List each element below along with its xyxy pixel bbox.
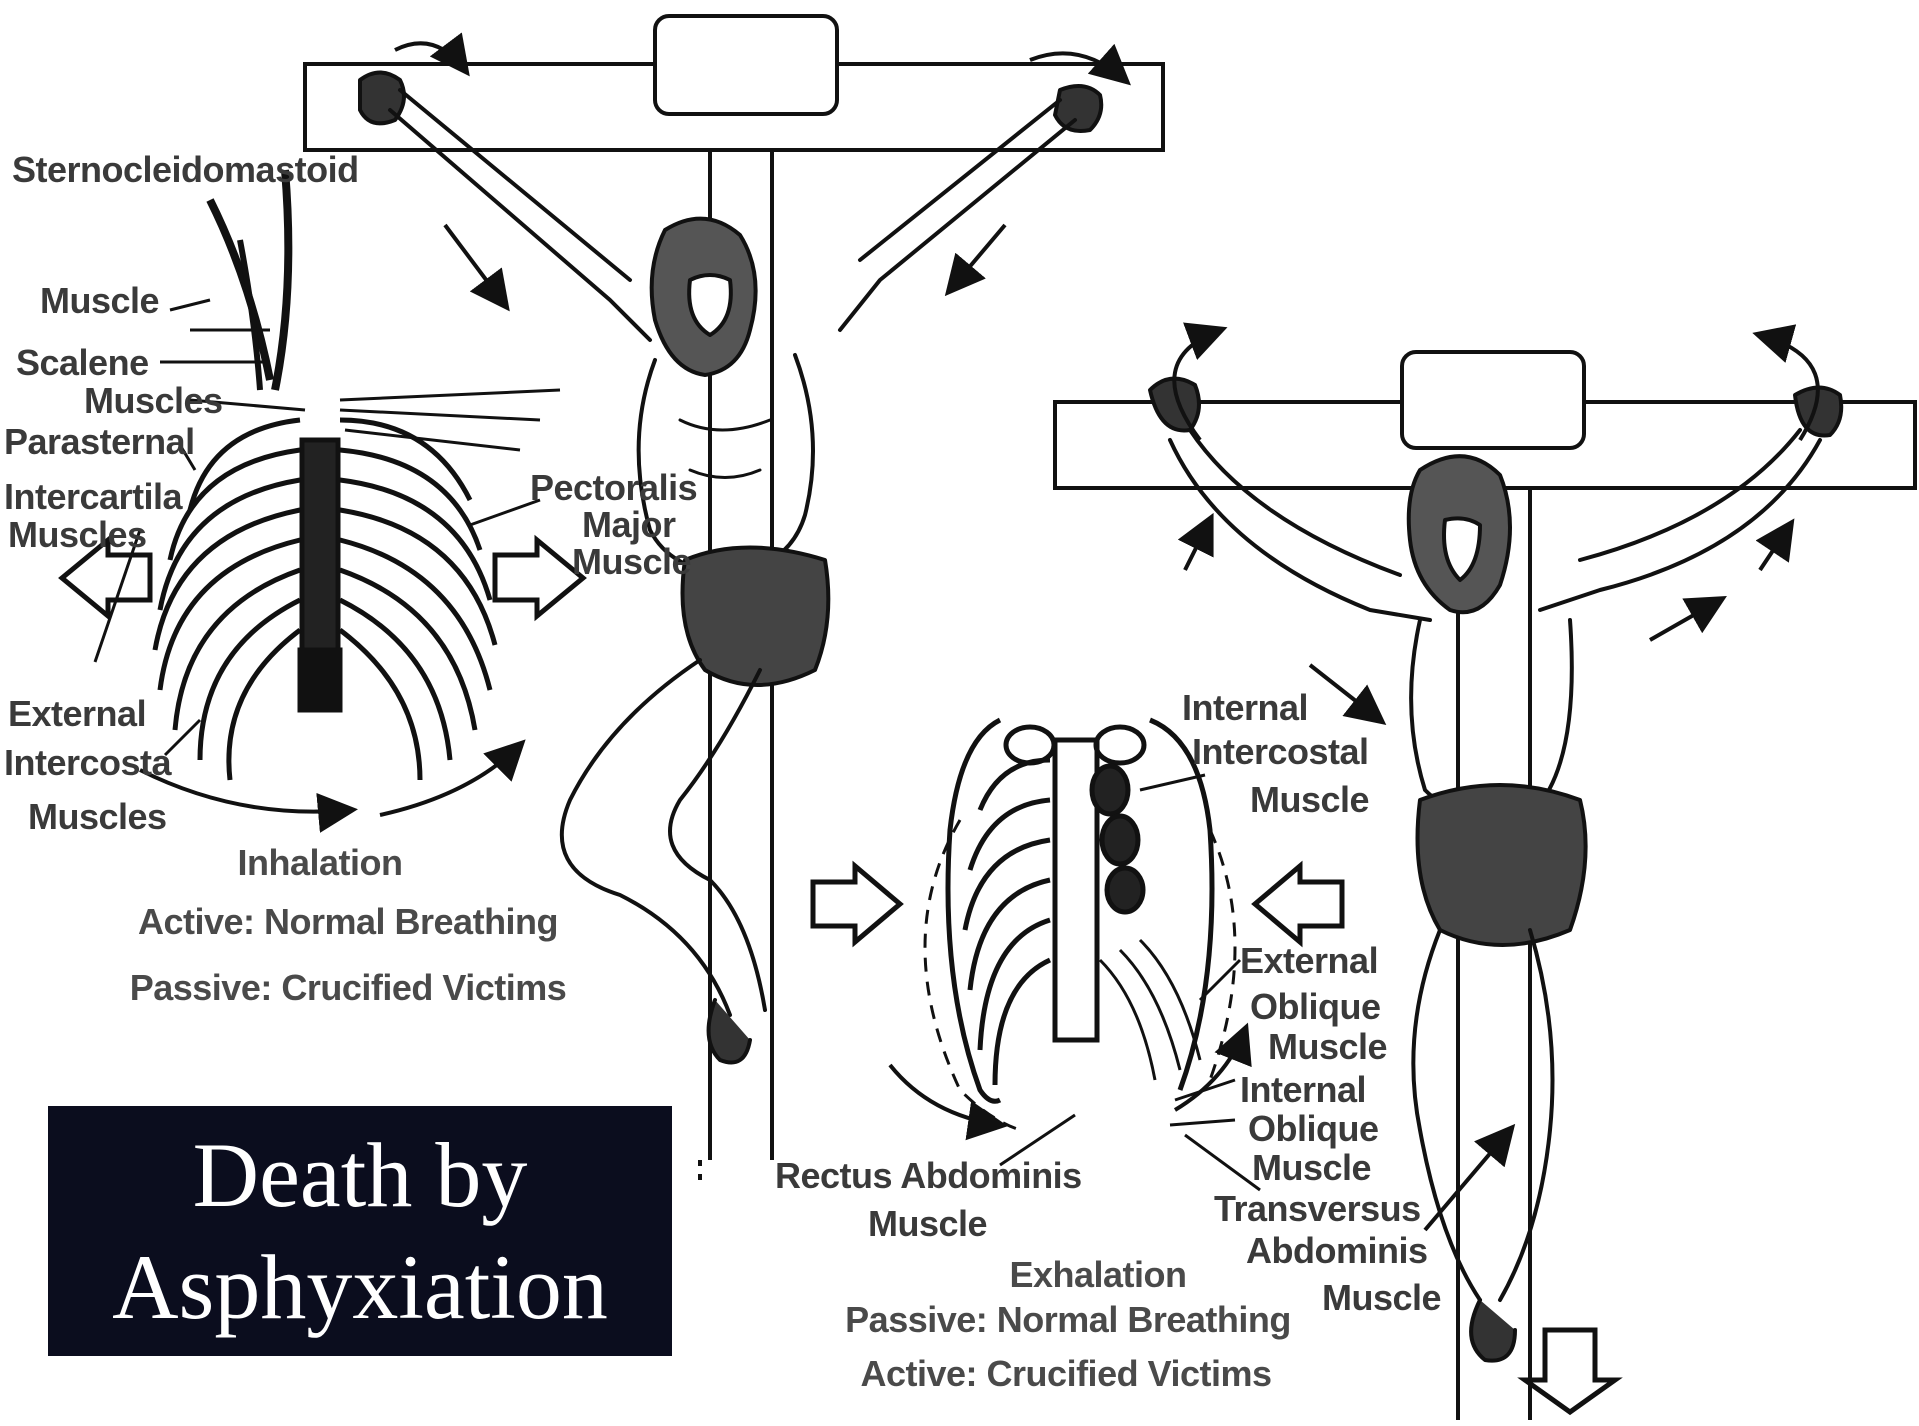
label-transversus-abdominis-muscle: Muscle [1322,1280,1441,1316]
label-internal-intercostal-muscle: Muscle [1250,782,1369,818]
label-external-intercostal-muscles: Muscles [28,799,167,835]
title-line-1: Death by [193,1119,528,1231]
label-internal-oblique-2: Oblique [1248,1111,1379,1147]
label-rectus-abdominis-muscle: Muscle [868,1206,987,1242]
title-box: Death by Asphyxiation [48,1106,672,1356]
label-parasternal: Parasternal [4,424,195,460]
inhalation-caption-title: Inhalation [238,845,403,881]
label-internal-oblique-muscle: Muscle [1252,1150,1371,1186]
label-transversus-abdominis: Transversus [1214,1191,1421,1227]
exhalation-caption-active: Active: Crucified Victims [861,1356,1272,1392]
label-transversus-abdominis-2: Abdominis [1246,1233,1428,1269]
inhalation-caption-active: Active: Normal Breathing [138,904,558,940]
label-pectoralis: Pectoralis [530,470,697,506]
label-external-intercostal: External [8,696,146,732]
label-intercartilaginous: Intercartila [4,479,182,515]
label-sternocleidomastoid-muscle: Muscle [40,283,159,319]
label-external-intercostal-2: Intercosta [4,745,171,781]
label-external-oblique-2: Oblique [1250,989,1381,1025]
title-line-2: Asphyxiation [112,1231,608,1343]
label-rectus-abdominis: Rectus Abdominis [775,1158,1082,1194]
label-scalene: Scalene [16,345,149,381]
label-external-oblique-muscle: Muscle [1268,1029,1387,1065]
label-internal-intercostal-2: Intercostal [1192,734,1369,770]
label-pectoralis-muscle: Muscle [572,544,691,580]
inhalation-caption-passive: Passive: Crucified Victims [130,970,567,1006]
label-internal-oblique: Internal [1240,1072,1366,1108]
exhalation-caption-passive: Passive: Normal Breathing [845,1302,1291,1338]
label-sternocleidomastoid: Sternocleidomastoid [12,152,359,188]
exhalation-rib-cage [925,720,1235,1130]
label-pectoralis-major: Major [582,507,676,543]
label-external-oblique: External [1240,943,1378,979]
label-internal-intercostal: Internal [1182,690,1308,726]
label-scalene-muscles: Muscles [84,383,223,419]
exhalation-caption-title: Exhalation [1009,1257,1186,1293]
inhalation-rib-cage [155,170,560,780]
label-intercartilaginous-muscles: Muscles [8,517,147,553]
